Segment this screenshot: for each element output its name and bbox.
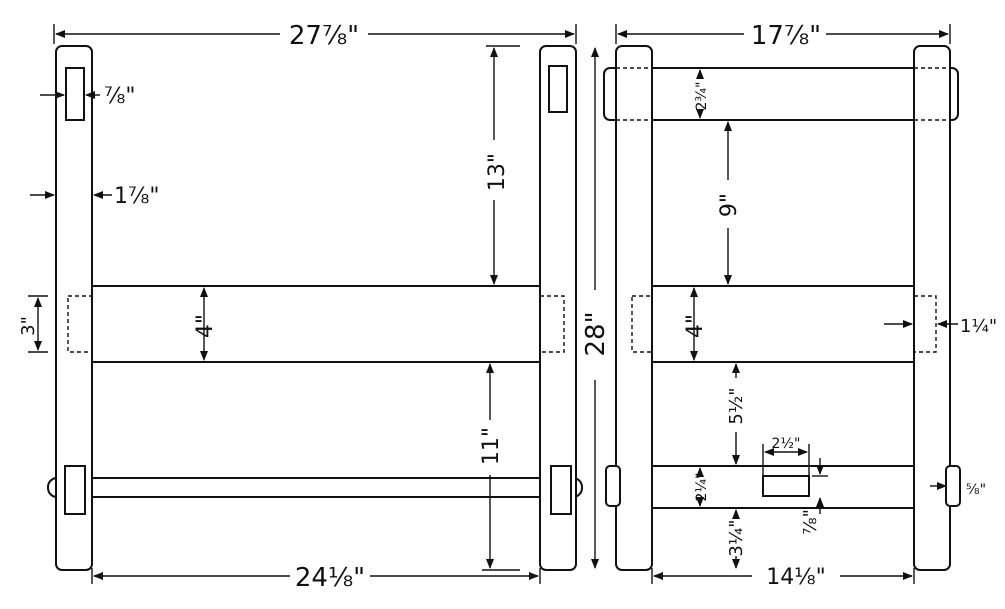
left-bottom-stretcher: [47, 477, 583, 498]
left-tenon-left: [67, 295, 93, 353]
right-lower-gap-label: 5½": [726, 387, 747, 424]
right-overall-width-label: 17⅞": [751, 21, 821, 51]
right-bottom-width-label: 14⅛": [766, 565, 825, 590]
left-overall-width-label: 27⅞": [289, 21, 359, 51]
left-bottom-width-label: 24⅛": [295, 563, 365, 593]
right-tenon-left: [631, 295, 653, 353]
left-top-mortise-right: [548, 65, 568, 113]
right-dimensions: 17⅞" 2¾" 9" 4" 1¼" 5½" 2½" 2¼" ⅞": [615, 21, 997, 590]
right-frame: [603, 45, 961, 571]
right-rail-height-label: 4": [683, 314, 708, 338]
left-tenon-right: [539, 295, 565, 353]
right-top-rail: [603, 67, 959, 121]
right-slot-depth-label: ⅞": [800, 509, 821, 535]
right-top-rail-label: 2¾": [694, 82, 710, 111]
right-slot-width-label: 2½": [772, 436, 801, 452]
right-bottom-gap-label: 3¼": [726, 519, 747, 556]
left-low-mortise-left: [64, 465, 86, 515]
right-tenon-length-label: 1¼": [960, 316, 997, 337]
overall-height-label: 28": [581, 311, 611, 356]
right-peg-left: [605, 465, 621, 507]
left-middle-rail: [91, 285, 541, 363]
right-post-right: [913, 45, 951, 571]
right-lower-rail-label: 2¼": [694, 473, 710, 502]
left-low-mortise-right: [550, 465, 572, 515]
right-peg-right: [945, 465, 961, 507]
left-tenon-height-label: 3": [18, 316, 39, 336]
right-post-left: [615, 45, 653, 571]
left-top-mortise-left: [65, 67, 85, 121]
right-lower-slot: [762, 475, 810, 497]
right-upper-gap-label: 9": [717, 193, 742, 217]
right-peg-label: ⅝": [966, 482, 986, 498]
height-dimension: 28": [581, 47, 611, 569]
left-mortise-width-label: ⅞": [104, 84, 135, 109]
left-frame: [47, 45, 583, 571]
left-rail-height-label: 4": [193, 314, 218, 338]
left-top-height-label: 13": [485, 153, 510, 191]
left-dimensions: 27⅞" ⅞" 1⅞" 13" 4" 3" 11" 24⅛": [18, 21, 577, 593]
left-lower-height-label: 11": [479, 427, 504, 465]
left-post-width-label: 1⅞": [114, 184, 159, 209]
right-tenon-right: [913, 295, 937, 353]
